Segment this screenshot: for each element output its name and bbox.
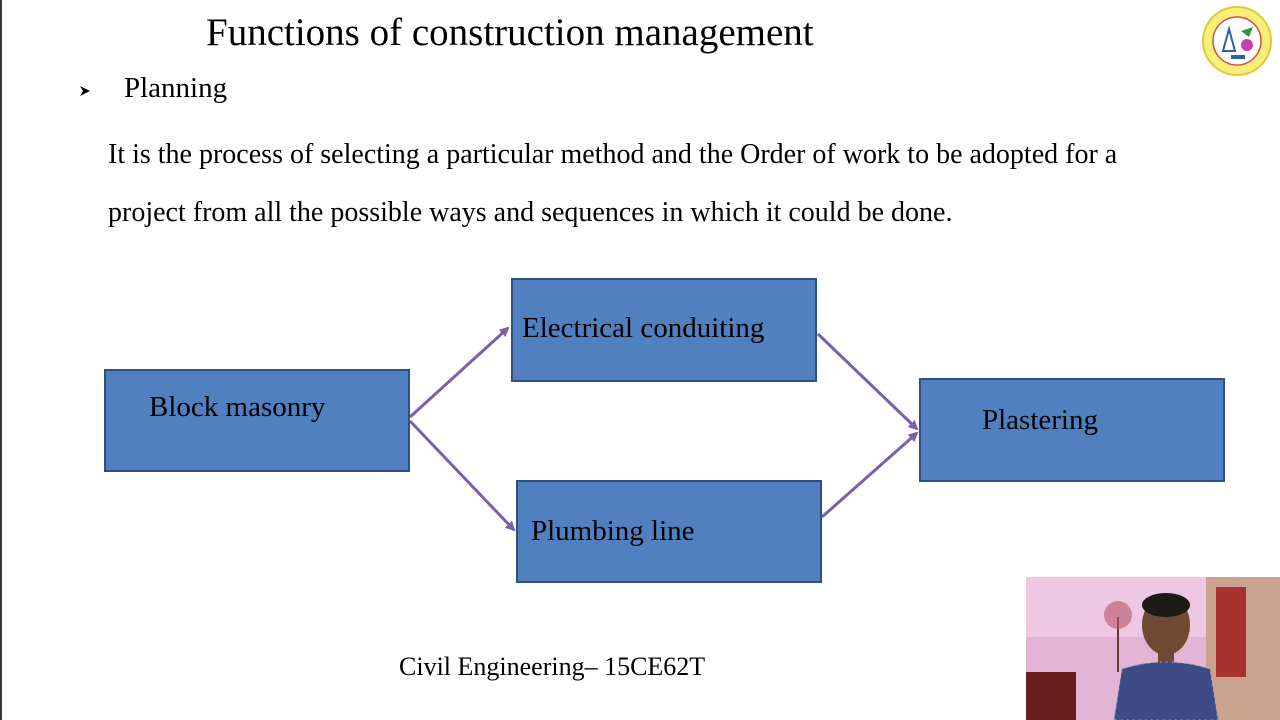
node-label: Block masonry <box>149 391 326 423</box>
node-plastering: Plastering <box>919 378 1225 482</box>
node-plumbing-line: Plumbing line <box>516 480 822 583</box>
presenter-video-thumbnail <box>1026 577 1280 720</box>
slide-edge <box>0 0 2 720</box>
paragraph-line-2: project from all the possible ways and s… <box>108 197 953 228</box>
presenter-illustration <box>1026 577 1280 720</box>
arrow-electrical-to-plastering <box>816 332 919 431</box>
node-label: Electrical conduiting <box>522 312 765 344</box>
arrow-plumbing-to-plastering <box>821 431 919 519</box>
node-label: Plumbing line <box>531 515 695 547</box>
planning-definition: It is the process of selecting a particu… <box>108 126 1280 242</box>
paragraph-line-1: It is the process of selecting a particu… <box>108 139 1118 170</box>
arrowhead-bullet-icon <box>80 86 90 96</box>
node-label: Plastering <box>982 404 1098 436</box>
arrow-block-to-electrical <box>408 326 510 419</box>
institution-seal-logo <box>1202 6 1272 76</box>
node-block-masonry: Block masonry <box>104 369 410 472</box>
bullet-planning: Planning <box>124 72 228 104</box>
slide-title: Functions of construction management <box>206 11 814 54</box>
slide-footer: Civil Engineering– 15CE62T <box>399 652 706 681</box>
node-electrical-conduiting: Electrical conduiting <box>511 278 817 382</box>
arrow-block-to-plumbing <box>408 419 516 532</box>
